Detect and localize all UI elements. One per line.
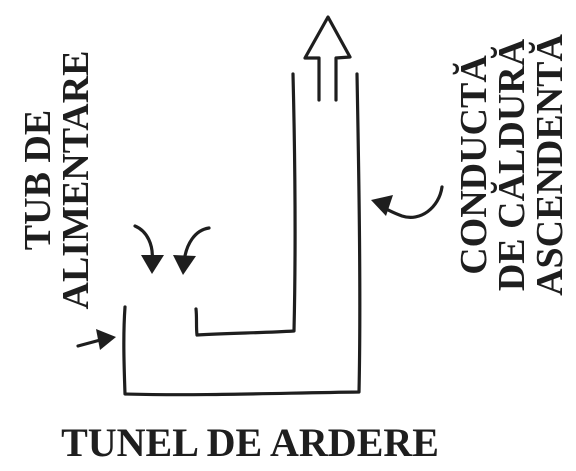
exhaust-arrow-icon [303, 15, 352, 102]
heat-riser-label-line2: DE CĂLDURĂ [491, 38, 533, 291]
feed-arrow-right-head [173, 255, 196, 275]
inner-wall [194, 72, 297, 337]
heat-riser-label: CONDUCTĂ DE CĂLDURĂ ASCENDENTĂ [453, 34, 571, 296]
feed-tube-label-line1: TUB DE [17, 110, 59, 250]
riser-arrow-icon [380, 185, 444, 219]
feed-tube-label: TUB DE ALIMENTARE [17, 51, 97, 310]
heat-riser-label-line1: CONDUCTĂ [453, 55, 495, 275]
feed-tube-label-line2: ALIMENTARE [55, 51, 97, 310]
outer-wall [122, 72, 362, 397]
heat-riser-label-line3: ASCENDENTĂ [529, 34, 571, 296]
burn-tunnel-label: TUNEL DE ARDERE [61, 420, 439, 465]
feed-arrow-left-head [141, 255, 164, 274]
riser-arrow-head [371, 195, 393, 216]
tunnel-arrow-head [96, 329, 116, 350]
